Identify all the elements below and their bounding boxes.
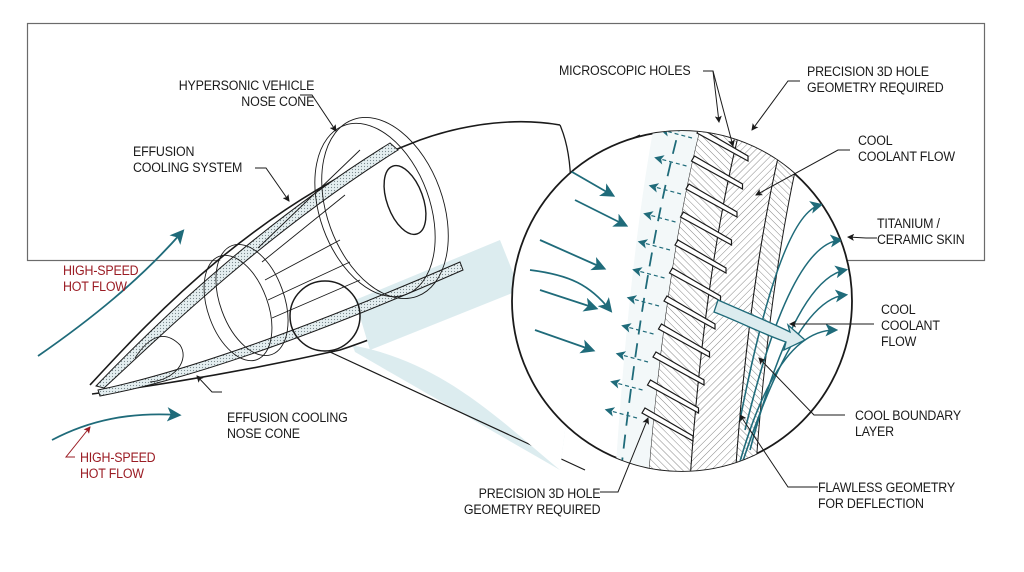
coolant-streamline: [739, 201, 824, 421]
hole-slot: [679, 211, 733, 247]
detail-circle-small: [289, 280, 361, 352]
skin-layer-middle: [734, 131, 811, 471]
film-ejection-arrow: [637, 239, 671, 251]
film-ejection-arrow: [659, 131, 693, 139]
hole-slot: [674, 239, 727, 275]
hole-slot: [652, 351, 705, 387]
coolant-flow-arrow: [713, 299, 807, 352]
hole-slot: [641, 407, 694, 443]
film-ejection-arrow: [648, 183, 682, 195]
hole-slot: [690, 155, 744, 191]
hole-slot: [663, 295, 716, 331]
film-ejection-arrow: [615, 351, 649, 363]
hole-slot: [685, 183, 738, 219]
film-ejection-arrow: [654, 155, 687, 167]
film-ejection-arrow: [610, 379, 643, 391]
coolant-streamline: [744, 234, 844, 431]
effusion-layer-bottom: [97, 261, 464, 397]
nose-cone-interior: [134, 117, 449, 383]
microscopic-holes: [604, 131, 749, 443]
film-ejection-arrow: [643, 211, 676, 223]
hot-flow-top-arrow: [37, 229, 185, 357]
leader-lines: [196, 70, 877, 493]
label-microscopic-holes: MICROSCOPIC HOLES: [559, 63, 691, 78]
hole-slot: [657, 323, 711, 359]
label-skin: TITANIUM /CERAMIC SKIN: [877, 216, 965, 247]
film-boundary-dashed: [619, 131, 683, 471]
film-ejection-arrow: [632, 267, 665, 279]
hot-flow-bottom-leader: [64, 426, 91, 458]
hole-slot: [646, 379, 700, 415]
effusion-layer-top: [95, 142, 399, 389]
nose-cone-body: [83, 121, 601, 470]
film-ejection-arrow: [604, 407, 638, 419]
coolant-streamline: [729, 323, 839, 471]
hot-flow-bottom-arrow: [51, 407, 182, 441]
